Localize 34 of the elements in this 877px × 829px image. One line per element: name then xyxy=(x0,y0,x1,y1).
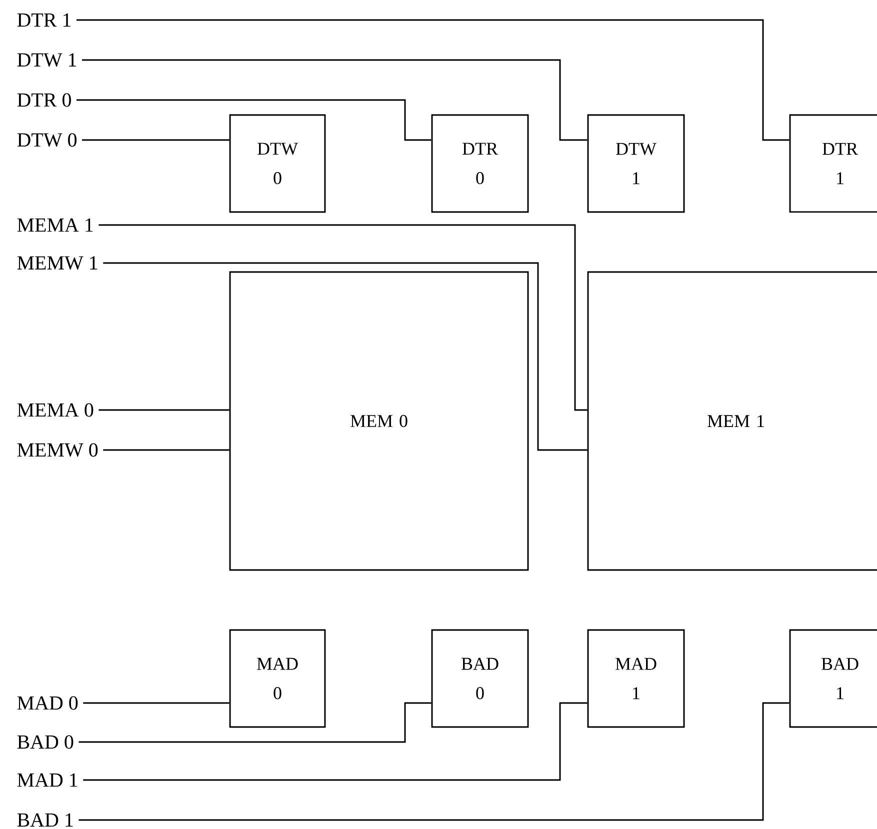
signal-label: MEMW 0 xyxy=(17,443,98,457)
wire xyxy=(76,99,432,141)
signal-label: DTW 0 xyxy=(17,133,77,147)
block-box: DTW 0 xyxy=(229,114,326,213)
wire xyxy=(98,224,588,411)
wire xyxy=(82,59,588,141)
wire xyxy=(103,262,588,451)
wire xyxy=(78,702,432,743)
block-box: BAD 1 xyxy=(789,629,877,728)
wire xyxy=(76,19,790,141)
memory-block: MEM 1 xyxy=(587,271,877,571)
signal-label: DTW 1 xyxy=(17,53,76,67)
signal-label: MEMW 1 xyxy=(17,256,98,270)
signal-label: DTR 0 xyxy=(17,93,71,107)
signal-label: MAD 1 xyxy=(17,773,78,787)
wire xyxy=(83,702,588,781)
memory-block: MEM 0 xyxy=(229,271,529,571)
block-box: MAD 1 xyxy=(587,629,685,728)
signal-label: MEMA 1 xyxy=(17,218,93,232)
wire xyxy=(83,702,230,704)
block-box: BAD 0 xyxy=(431,629,529,728)
wire xyxy=(78,702,790,821)
signal-label: DTR 1 xyxy=(17,13,71,27)
wire xyxy=(98,409,230,411)
wire xyxy=(103,449,230,451)
block-box: DTR 1 xyxy=(789,114,877,213)
wire xyxy=(82,139,230,141)
block-box: MAD 0 xyxy=(229,629,326,728)
block-box: DTR 0 xyxy=(431,114,529,213)
signal-label: BAD 1 xyxy=(17,813,73,827)
signal-label: BAD 0 xyxy=(17,735,74,749)
signal-label: MAD 0 xyxy=(17,696,78,710)
signal-label: MEMA 0 xyxy=(17,403,94,417)
block-box: DTW 1 xyxy=(587,114,685,213)
